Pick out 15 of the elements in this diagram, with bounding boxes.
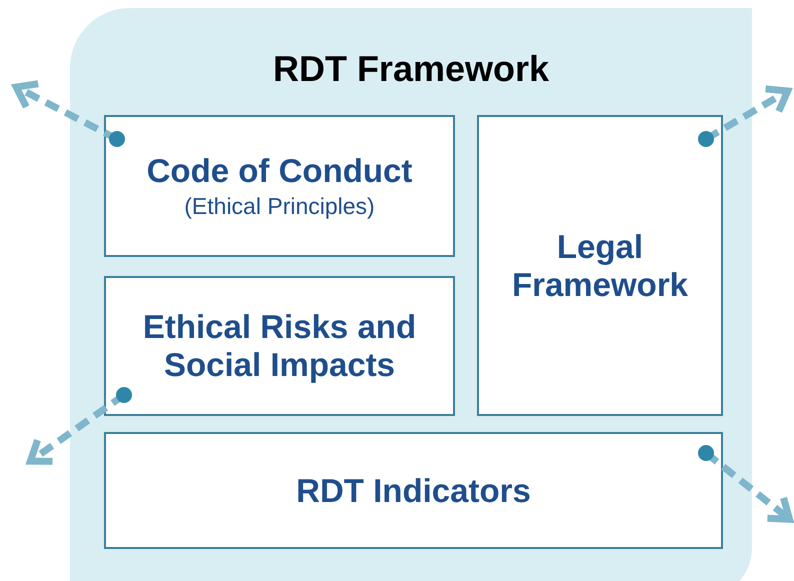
box-heading: RDT Indicators <box>296 472 531 510</box>
box-heading: Legal Framework <box>510 228 690 304</box>
box-subtitle: (Ethical Principles) <box>184 193 375 220</box>
framework-panel <box>70 8 752 581</box>
component-box <box>104 115 455 257</box>
component-box <box>477 115 723 416</box>
panel-title: RDT Framework <box>272 48 550 90</box>
component-box <box>104 432 723 549</box>
component-box <box>104 276 455 416</box>
dashed-arrow <box>26 387 132 465</box>
box-heading: Ethical Risks and Social Impacts <box>142 308 418 384</box>
dashed-arrow <box>698 85 792 147</box>
dashed-arrow <box>12 80 125 147</box>
box-heading: Code of Conduct <box>146 152 412 190</box>
dashed-arrow <box>698 445 794 523</box>
